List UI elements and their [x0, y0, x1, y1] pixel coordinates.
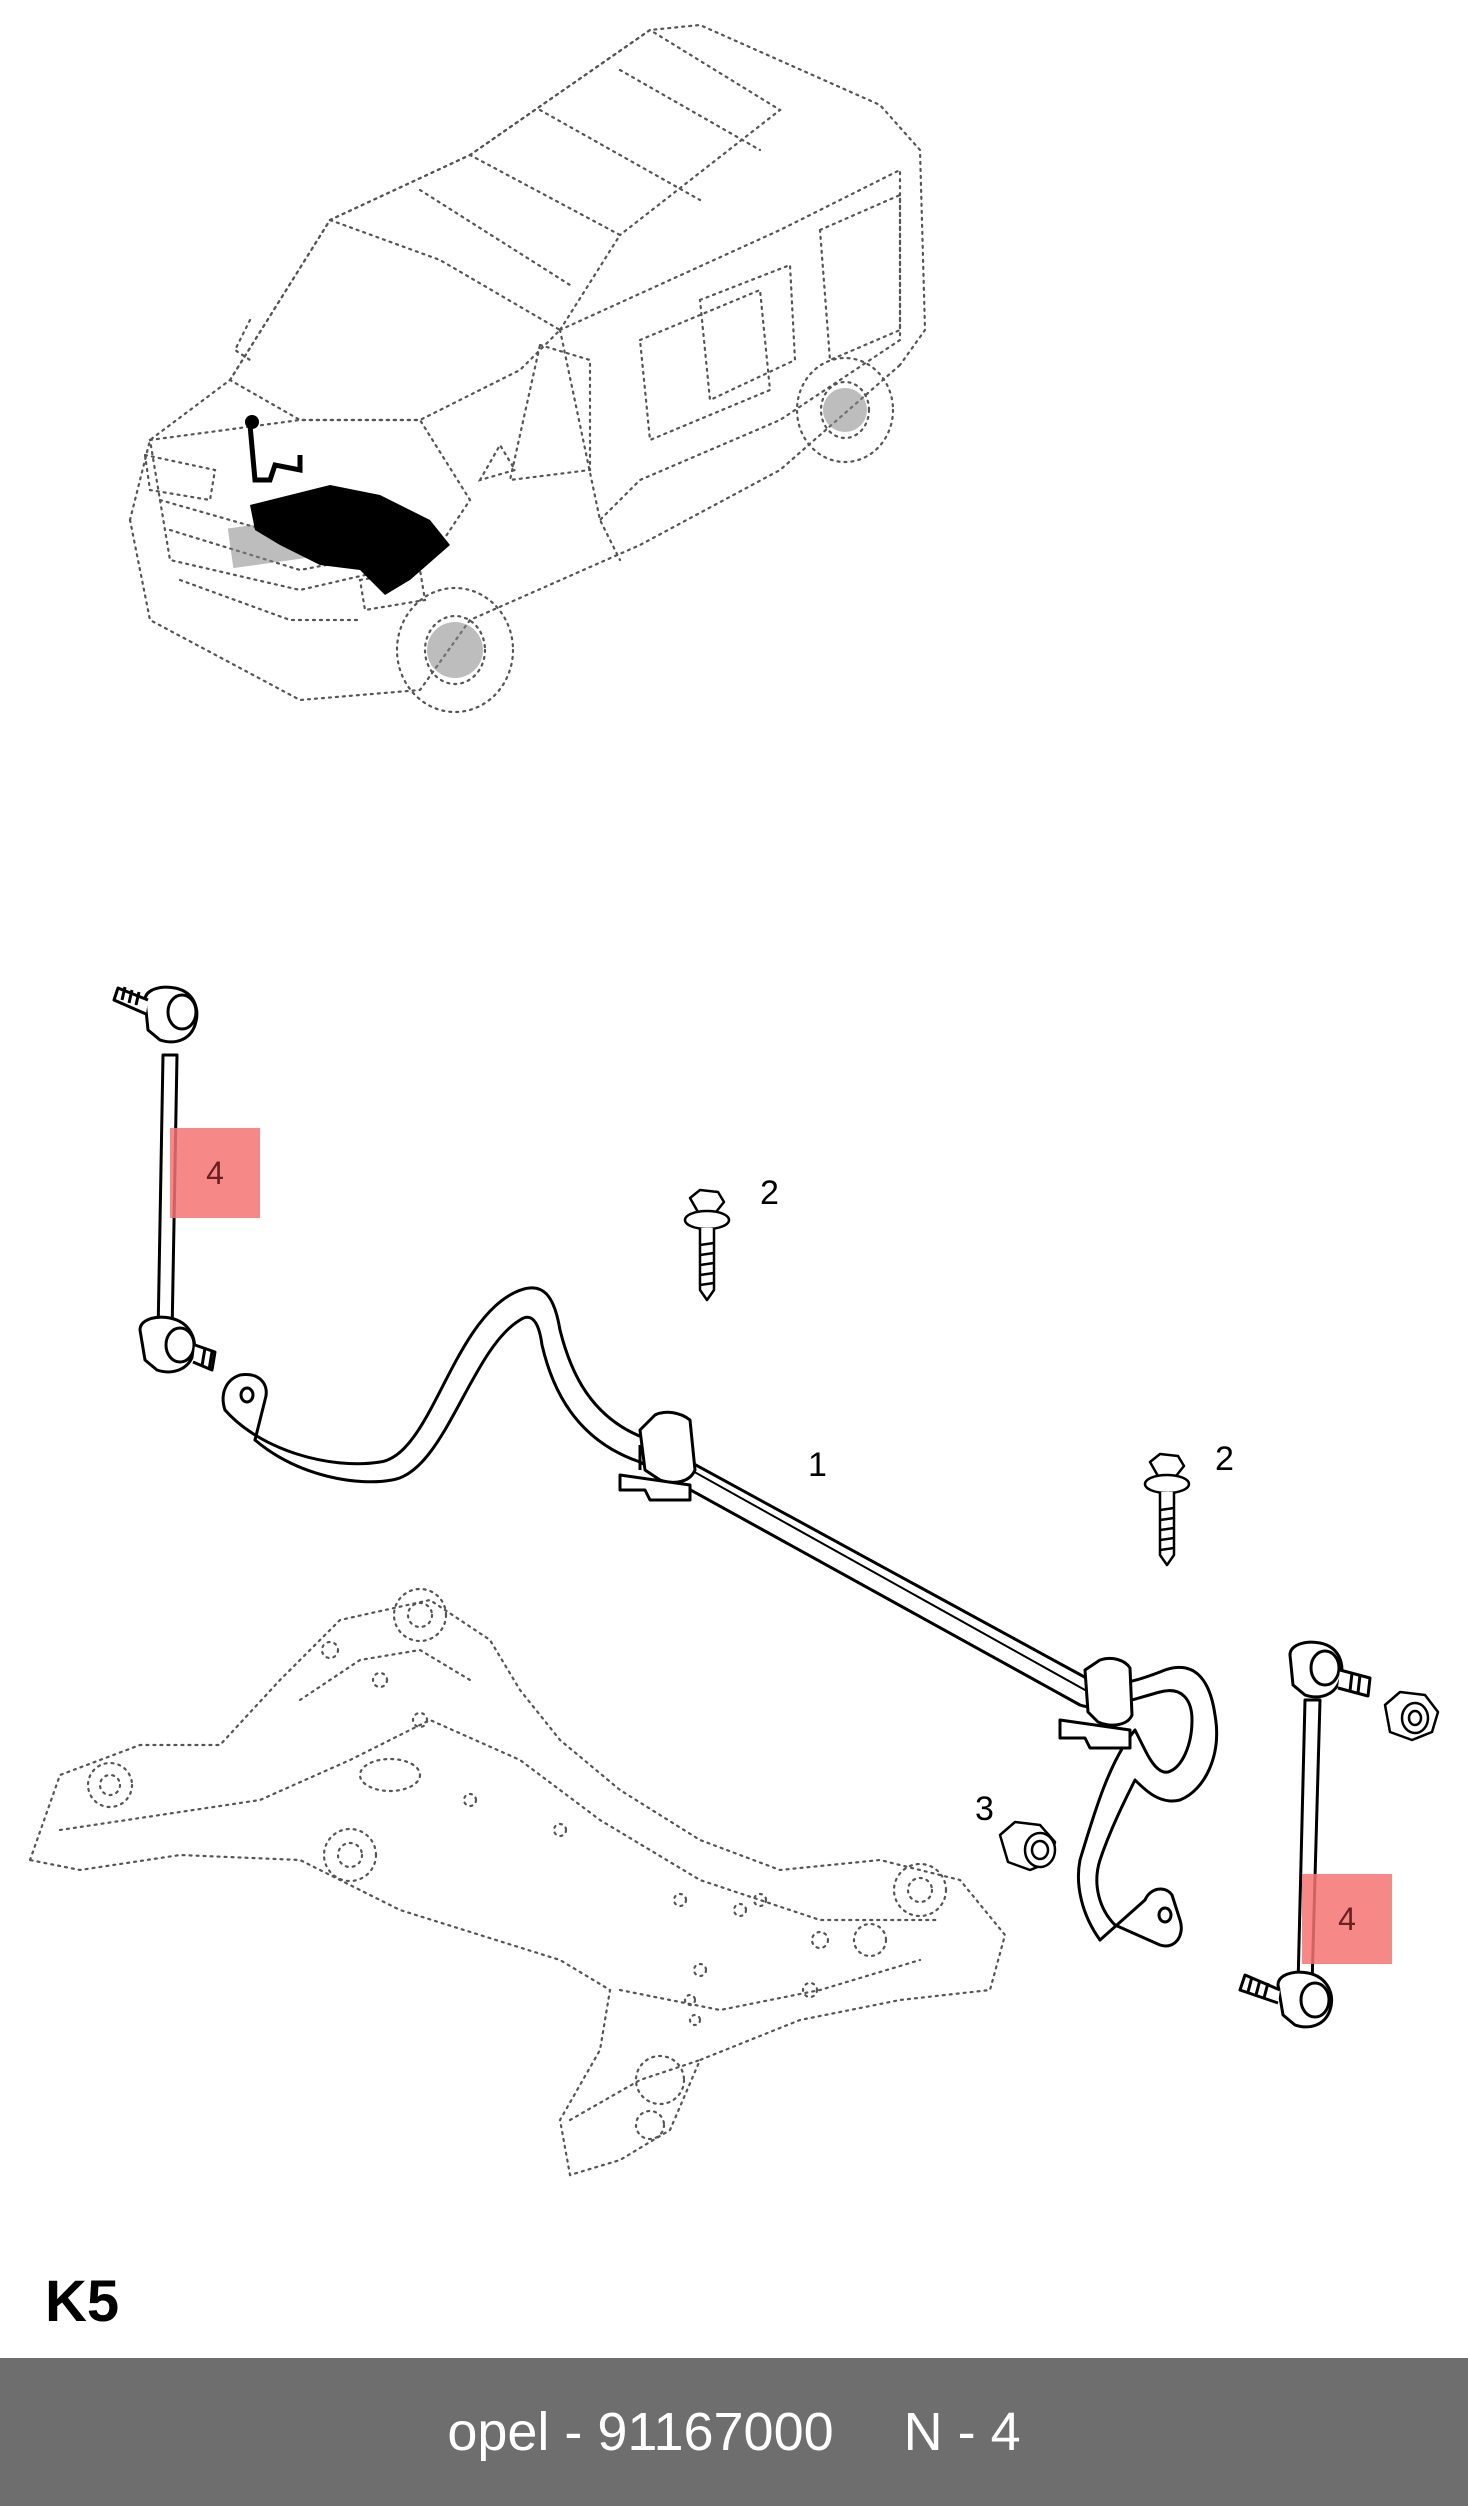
link-nut-right: [1383, 1690, 1440, 1742]
footer-quantity: N - 4: [903, 2402, 1021, 2462]
bar-bushings: [618, 1410, 1134, 1750]
group-code: K5: [45, 2269, 120, 2334]
front-subframe: [28, 1587, 1007, 2177]
footer-bar: opel - 91167000 N - 4: [0, 2358, 1468, 2506]
callout-2-lower: 2: [1215, 1440, 1234, 1478]
callout-3: 3: [975, 1790, 994, 1828]
callout-2-upper: 2: [760, 1174, 779, 1212]
footer-brand-part: opel - 91167000: [447, 2402, 834, 2462]
stabilizer-link-right: [1238, 1640, 1372, 2029]
stabilizer-link-left: [112, 985, 217, 1374]
callout-1: 1: [808, 1446, 827, 1484]
van-illustration: [128, 23, 927, 714]
callout-4-left: 4: [206, 1154, 224, 1191]
bolt-upper: [683, 1188, 731, 1302]
highlight-callout-4-right: 4: [1302, 1874, 1392, 1964]
nut: [998, 1820, 1057, 1872]
callout-4-right: 4: [1338, 1900, 1356, 1937]
exploded-parts-diagram: [28, 23, 1440, 2177]
highlight-callout-4-left: 4: [170, 1128, 260, 1218]
van-highlighted-subframe: [245, 415, 450, 595]
bolt-lower: [1143, 1452, 1191, 1567]
